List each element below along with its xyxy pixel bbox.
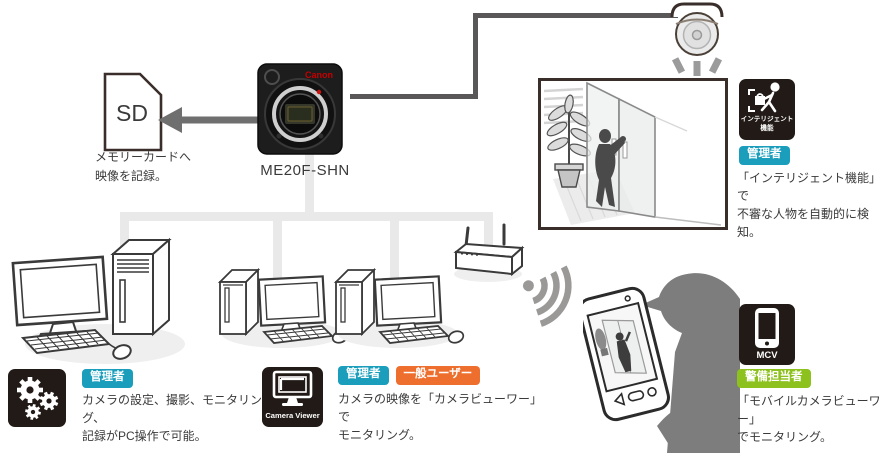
intelligent-function-icon: インテリジェント 機能 <box>739 79 795 140</box>
pc-admin-badge: 管理者 <box>82 369 133 388</box>
network-drop-router <box>484 212 493 248</box>
plant-art <box>546 94 592 188</box>
intelligent-admin-badge: 管理者 <box>739 146 790 165</box>
viewer-pc2-illustration <box>334 268 467 350</box>
phone-art <box>583 286 670 422</box>
viewer-caption: カメラの映像を「カメラビューワー」で モニタリング。 <box>338 392 543 442</box>
mcv-icon: MCV <box>739 304 795 365</box>
intelligent-icon-label: インテリジェント 機能 <box>740 116 794 132</box>
network-trunk <box>120 212 493 221</box>
surveillance-scene <box>538 78 728 230</box>
viewer-user-badge: 一般ユーザー <box>395 366 481 385</box>
network-drop-pc3 <box>390 212 399 280</box>
monitor-icon <box>272 370 313 406</box>
canon-logo: Canon <box>305 70 333 80</box>
guard-badge: 警備担当者 <box>737 369 811 388</box>
sd-caption: メモリーカードへ 映像を記録。 <box>95 150 192 183</box>
mobile-caption: 「モバイルカメラビューワー」 でモニタリング。 <box>737 394 881 444</box>
router-icon <box>453 223 525 282</box>
sd-card-icon: SD <box>103 72 163 152</box>
record-arrow-icon <box>158 107 260 133</box>
camera-viewer-icon: Camera Viewer <box>262 367 323 427</box>
gears-icon <box>8 369 66 427</box>
intelligent-caption: 「インテリジェント機能」で 不審な人物を自動的に検知。 <box>737 171 882 239</box>
connector-riser <box>473 13 478 99</box>
mobile-guard-illustration <box>583 273 740 453</box>
sd-label: SD <box>116 100 148 126</box>
gears-art <box>17 377 62 422</box>
me20f-camera-illustration: Canon <box>257 63 343 155</box>
mcv-icon-label: MCV <box>756 350 778 361</box>
smartphone-icon <box>755 308 779 348</box>
connector-camera-to-riser <box>350 94 478 99</box>
camera-viewer-icon-label: Camera Viewer <box>265 411 320 420</box>
admin-pc-illustration <box>11 237 185 364</box>
network-drop-camera <box>305 150 314 220</box>
guard-arm-art <box>657 393 740 448</box>
wifi-signal-icon <box>522 265 572 327</box>
dome-camera-icon <box>670 2 724 76</box>
viewer-admin-badge: 管理者 <box>338 366 389 385</box>
network-drop-pc2 <box>273 212 282 280</box>
pc-admin-caption: カメラの設定、撮影、モニタリング、 記録がPC操作で可能。 <box>82 393 263 443</box>
walking-person-detect-icon <box>748 82 780 113</box>
network-drop-pc1 <box>120 212 129 250</box>
surveillance-scene-art <box>543 81 722 226</box>
person-silhouette-art <box>595 129 626 207</box>
camera-model-label: ME20F-SHN <box>260 162 350 179</box>
connector-riser-to-dome <box>473 13 678 18</box>
